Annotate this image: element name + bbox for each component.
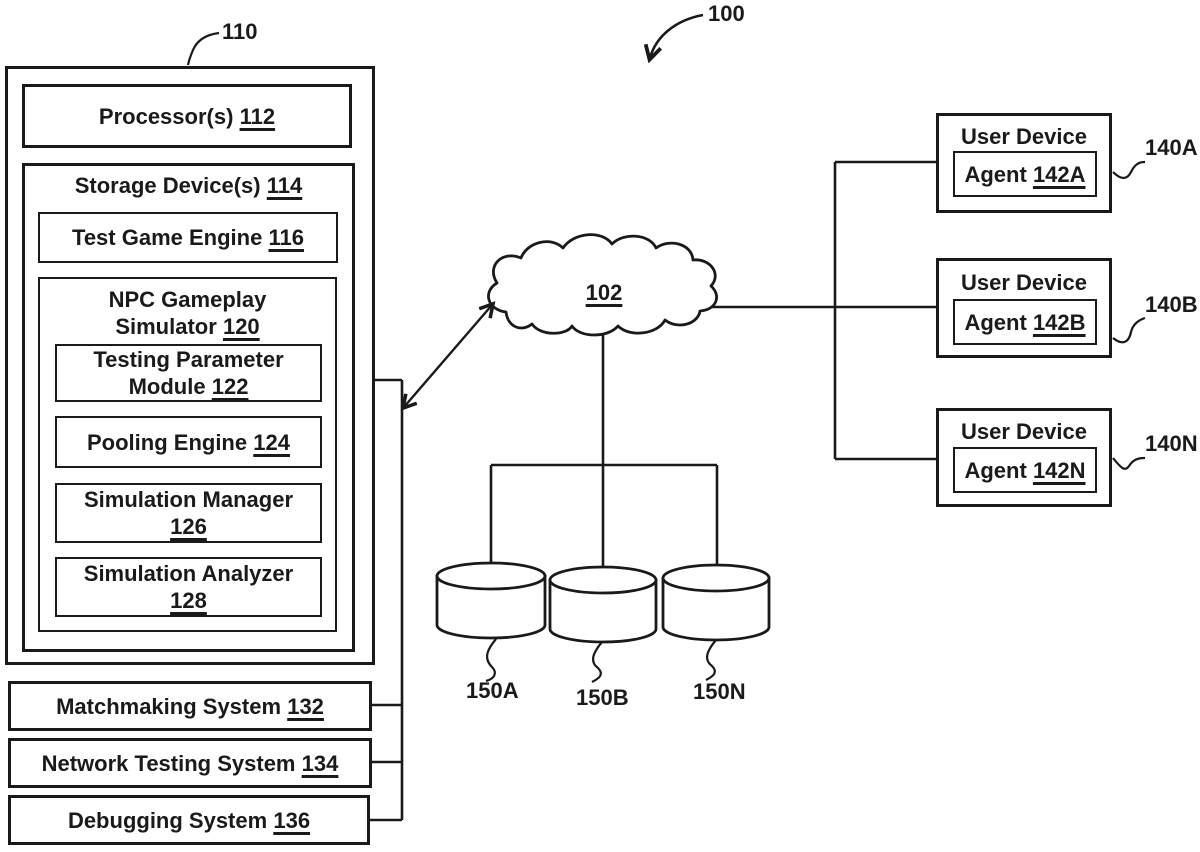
figure-ref-arrow [650,13,704,58]
device-ref-label-140A: 140A [1145,135,1198,160]
server-ref-label: 110 [222,19,258,44]
simulation-analyzer-box: Simulation Analyzer 128 [55,557,322,617]
server-ref-leader [186,31,220,66]
server-bus-lines [366,378,404,822]
network-cloud-shape [487,233,718,337]
storage-devices-label: Storage Device(s)114 [74,173,303,198]
user-device-title-140A: User Device [961,124,1087,149]
database-cylinder-150B [548,565,658,644]
user-device-title-140N: User Device [961,419,1087,444]
database-cylinder-150N [661,563,771,642]
server-network-arrow [404,305,492,407]
figure-ref-label: 100 [708,1,745,26]
network-ref-label: 102 [585,280,623,305]
database-ref-label-150N: 150N [693,679,746,704]
network-device-lines [708,160,940,461]
processor-label: Processor(s)112 [98,103,276,129]
simulation-analyzer-label: Simulation Analyzer 128 [83,561,294,613]
database-ref-label-150B: 150B [576,685,629,710]
device-ref-label-140N: 140N [1145,431,1198,456]
database-cylinder-150A [435,561,547,640]
simulation-manager-label: Simulation Manager 126 [83,487,294,539]
database-ref-label-150A: 150A [466,678,519,703]
reference-leaders [485,160,1146,683]
network-database-lines [489,330,719,572]
processor-box: Processor(s)112 [22,84,352,148]
simulation-manager-box: Simulation Manager 126 [55,483,322,543]
user-device-title-140B: User Device [961,270,1087,295]
device-ref-label-140B: 140B [1145,292,1198,317]
